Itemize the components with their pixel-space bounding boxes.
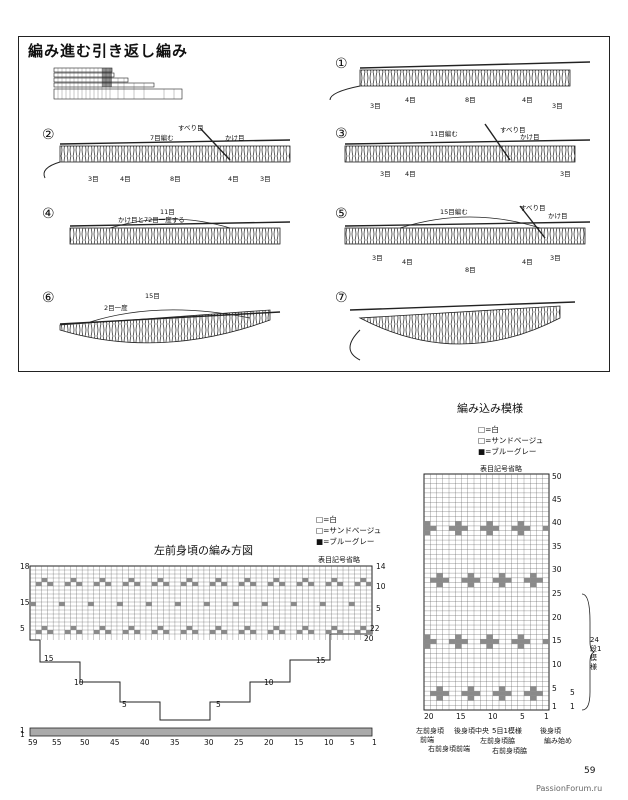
step-row: 10 [74,678,84,687]
row-tick: 15 [20,598,30,607]
bottom-row-1: 1 [20,726,25,735]
col-tick: 15 [294,738,304,747]
page-number: 59 [584,766,595,776]
col-tick: 45 [110,738,120,747]
row-tick: 20 [364,634,374,643]
col-tick: 35 [170,738,180,747]
row-tick: 10 [376,582,386,591]
col-tick: 20 [264,738,274,747]
step-row: 5 [216,700,221,709]
step-row: 15 [44,654,54,663]
watermark: PassionForum.ru [536,784,602,793]
step-row: 15 [316,656,326,665]
left-bottom-ticks: 59 55 50 45 40 35 30 25 20 15 10 5 1 [28,738,378,750]
row-tick: 22 [370,624,380,633]
col-tick: 30 [204,738,214,747]
col-tick: 40 [140,738,150,747]
row-tick: 5 [376,604,381,613]
step-row: 5 [122,700,127,709]
col-tick: 55 [52,738,62,747]
step-row: 10 [264,678,274,687]
col-tick: 10 [324,738,334,747]
col-tick: 25 [234,738,244,747]
col-tick: 5 [350,738,355,747]
col-tick: 50 [80,738,90,747]
col-tick: 1 [372,738,377,747]
col-tick: 59 [28,738,38,747]
row-tick: 5 [20,624,25,633]
row-tick: 14 [376,562,386,571]
row-tick: 18 [20,562,30,571]
